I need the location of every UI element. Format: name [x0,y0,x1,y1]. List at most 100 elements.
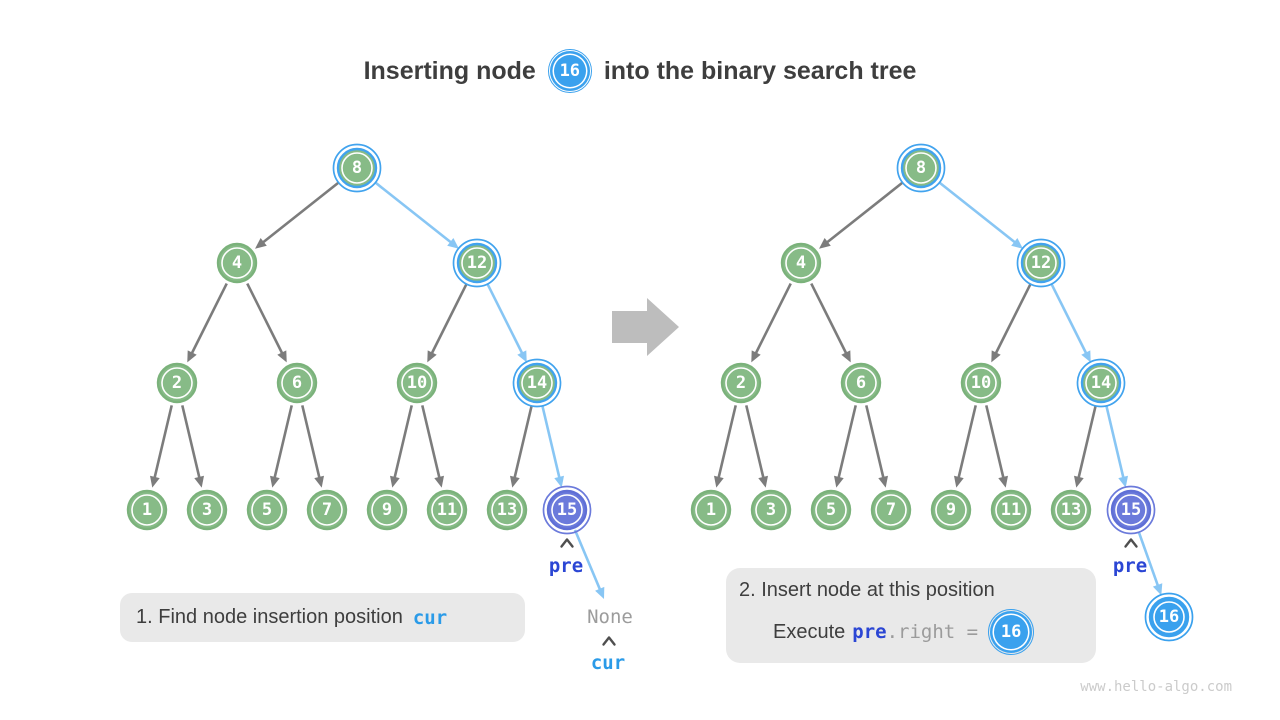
edge-15-16 [1137,531,1163,596]
node-9: 9 [366,489,408,531]
node-value: 12 [1031,253,1051,273]
node-value: 11 [1001,500,1021,520]
edge-6-5 [834,405,857,488]
node-value: 5 [826,500,836,520]
node-5: 5 [246,489,288,531]
node-10: 10 [396,362,438,404]
node-value: 3 [202,500,212,520]
node-4: 4 [780,242,822,284]
watermark: www.hello-algo.com [1080,679,1232,695]
title-node-16: 16 [547,48,593,94]
node-7: 7 [306,489,348,531]
edge-8-4 [819,181,904,249]
edge-4-6 [246,282,287,363]
node-12: 12 [452,238,502,288]
title-text-left: Inserting node [363,56,536,85]
node-11: 11 [990,489,1032,531]
node-value: 12 [467,253,487,273]
node-value: 6 [856,373,866,393]
step2-code-pre: pre [852,621,887,643]
transition-arrow [612,298,679,356]
edge-14-15 [541,405,564,488]
node-value: 8 [916,158,926,178]
node-value: 3 [766,500,776,520]
node-4: 4 [216,242,258,284]
step1-code-cur: cur [412,606,448,629]
node-value: 10 [407,373,427,393]
label-pre: pre [1113,555,1147,577]
node-2: 2 [156,362,198,404]
node-3: 3 [750,489,792,531]
node-value: 15 [1121,500,1141,520]
title-text-right: into the binary search tree [603,56,917,85]
pointer-arrow-to-none [573,529,605,599]
label-none: None [587,606,633,628]
edge-10-11 [421,405,444,488]
edge-8-12 [374,181,459,249]
edge-8-12 [938,181,1023,249]
node-5: 5 [810,489,852,531]
edge-2-3 [181,405,204,488]
node-15: 15 [542,485,592,535]
node-value: 7 [322,500,332,520]
node-value: 5 [262,500,272,520]
edge-6-7 [865,405,888,488]
node-11: 11 [426,489,468,531]
edge-4-2 [187,282,228,363]
node-value: 2 [736,373,746,393]
step1-caption-box: 1. Find node insertion position cur [120,593,525,642]
node-value: 8 [352,158,362,178]
caret-up-icon [560,538,574,548]
node-value: 7 [886,500,896,520]
label-pre: pre [549,555,583,577]
step2-node-16: 16 [987,608,1035,656]
node-8: 8 [896,143,946,193]
node-7: 7 [870,489,912,531]
node-value: 9 [382,500,392,520]
node-14: 14 [1076,358,1126,408]
node-3: 3 [186,489,228,531]
edge-10-11 [985,405,1008,488]
node-value: 2 [172,373,182,393]
step1-text: 1. Find node insertion position [136,606,403,628]
caret-up-icon [1124,538,1138,548]
node-value: 14 [527,373,547,393]
step2-line1: 2. Insert node at this position [739,579,995,601]
edge-12-10 [427,282,468,363]
node-16: 16 [1144,592,1194,642]
node-6: 6 [840,362,882,404]
edge-2-1 [714,405,737,488]
node-value: 10 [971,373,991,393]
edge-14-13 [1074,405,1097,488]
node-10: 10 [960,362,1002,404]
node-13: 13 [1050,489,1092,531]
edge-4-6 [810,282,851,363]
edge-6-7 [301,405,324,488]
node-value: 14 [1091,373,1111,393]
title-node-16-value: 16 [559,61,581,81]
step2-caption-box: 2. Insert node at this position Execute … [726,568,1096,663]
node-value: 13 [497,500,517,520]
node-value: 15 [557,500,577,520]
node-value: 1 [142,500,152,520]
node-8: 8 [332,143,382,193]
edge-14-13 [510,405,533,488]
node-6: 6 [276,362,318,404]
edge-14-15 [1105,405,1128,488]
node-13: 13 [486,489,528,531]
node-value: 9 [946,500,956,520]
node-15: 15 [1106,485,1156,535]
node-value: 11 [437,500,457,520]
node-value: 13 [1061,500,1081,520]
label-cur: cur [591,652,625,674]
node-value: 4 [232,253,242,273]
node-value: 6 [292,373,302,393]
node-1: 1 [126,489,168,531]
edge-6-5 [270,405,293,488]
node-value: 4 [796,253,806,273]
edge-10-9 [390,405,413,488]
node-12: 12 [1016,238,1066,288]
